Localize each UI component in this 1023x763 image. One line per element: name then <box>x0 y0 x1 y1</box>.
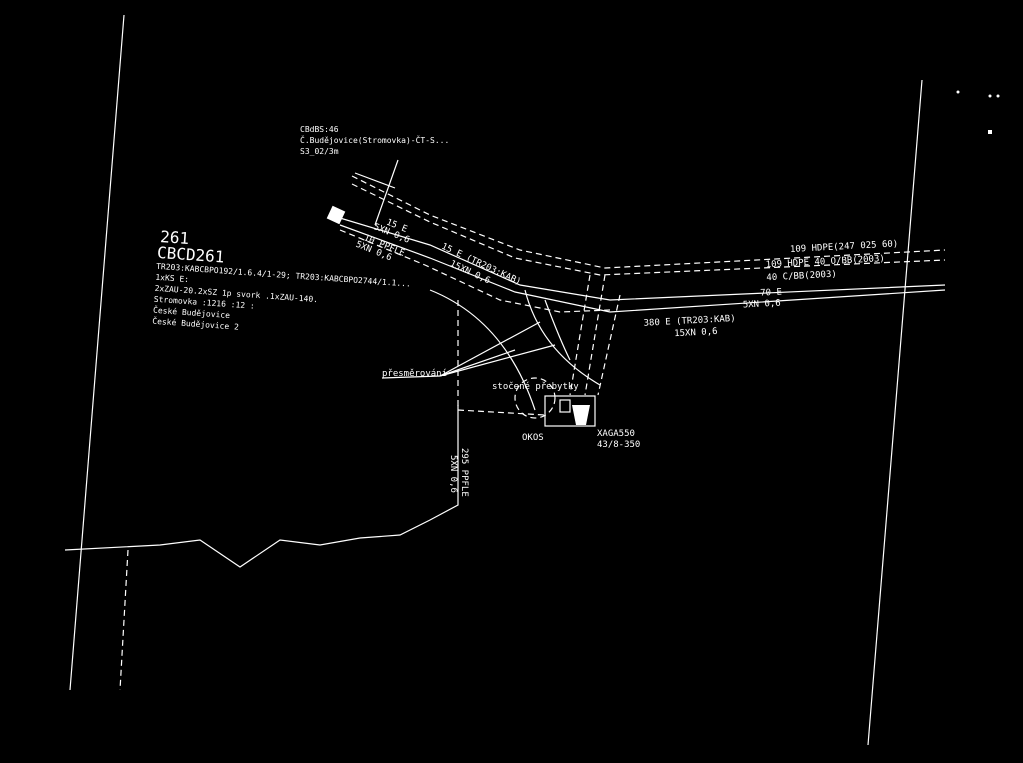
left-dashed-line <box>119 549 129 691</box>
cable-route-main-1 <box>339 217 946 301</box>
right-label-1: 109 HDPE(247 025 60) <box>790 239 899 255</box>
leg-3 <box>584 274 606 396</box>
endpoint-box <box>326 205 346 225</box>
redirect-arc-1 <box>429 289 536 411</box>
leg-5 <box>457 409 546 416</box>
leader-redirect-base <box>381 375 441 379</box>
site-number: 261 <box>160 227 190 248</box>
coiled-excess-circle <box>514 377 556 419</box>
leader-redirect-2 <box>439 344 556 377</box>
xaga-size-label: 43/8-350 <box>597 440 640 450</box>
okos-box <box>544 395 596 427</box>
xaga-label: XAGA550 <box>597 429 635 439</box>
vertical-label-2: 5XN 0,6 <box>448 455 458 493</box>
header-leader <box>374 159 399 226</box>
vertical-label-1: 295 PPFLE <box>459 448 469 497</box>
coiled-label: stočené přebytky <box>492 381 579 392</box>
xaga-chamber-icon <box>572 405 590 425</box>
site-code: CBCD261 <box>156 243 225 267</box>
redirect-arc-2 <box>524 289 601 386</box>
leader-redirect-1 <box>439 321 541 377</box>
header-line-2: Č.Budějovice(Stromovka)-ČT-S... <box>300 134 449 145</box>
cable-ref: TR203:KABCBPO192/1.6.4/1-29; TR203:KABCB… <box>156 262 411 289</box>
cable-route-upper <box>351 175 946 269</box>
site-line-4: 1xKS E: <box>155 273 189 284</box>
right-label-7: 15XN 0,6 <box>674 327 718 339</box>
redirect-arc-3 <box>544 299 571 361</box>
leg-2 <box>569 274 591 396</box>
right-label-4: 70 E <box>760 287 782 298</box>
dot-mark-1 <box>956 90 960 94</box>
right-label-2: 109 HDPE 40 O/BB(2003) <box>766 254 886 270</box>
redirect-label: přesměrování <box>382 369 447 379</box>
right-label-6: 380 E (TR203:KAB) <box>643 314 736 329</box>
header-line-3: S3_02/3m <box>300 147 339 156</box>
okos-label: OKOS <box>522 433 544 443</box>
leg-4 <box>597 294 621 396</box>
dot-mark-3 <box>996 94 1000 98</box>
dot-mark-4 <box>988 130 992 134</box>
right-label-5: 5XN 0,6 <box>743 299 781 311</box>
right-label-3: 40 C/BB(2003) <box>766 270 837 284</box>
cable-route-lower <box>339 229 611 313</box>
endpoint-arrow <box>354 172 396 189</box>
leader-redirect-3 <box>439 349 516 377</box>
header-line-1: CBdBS:46 <box>300 125 339 134</box>
cable-route-mid <box>351 183 946 276</box>
left-frame-line <box>69 14 125 691</box>
okos-inner-box <box>559 399 571 413</box>
cable-route-main-2 <box>339 224 946 313</box>
right-frame-line <box>867 79 923 746</box>
ground-profile <box>64 405 459 568</box>
dot-mark-2 <box>988 94 992 98</box>
